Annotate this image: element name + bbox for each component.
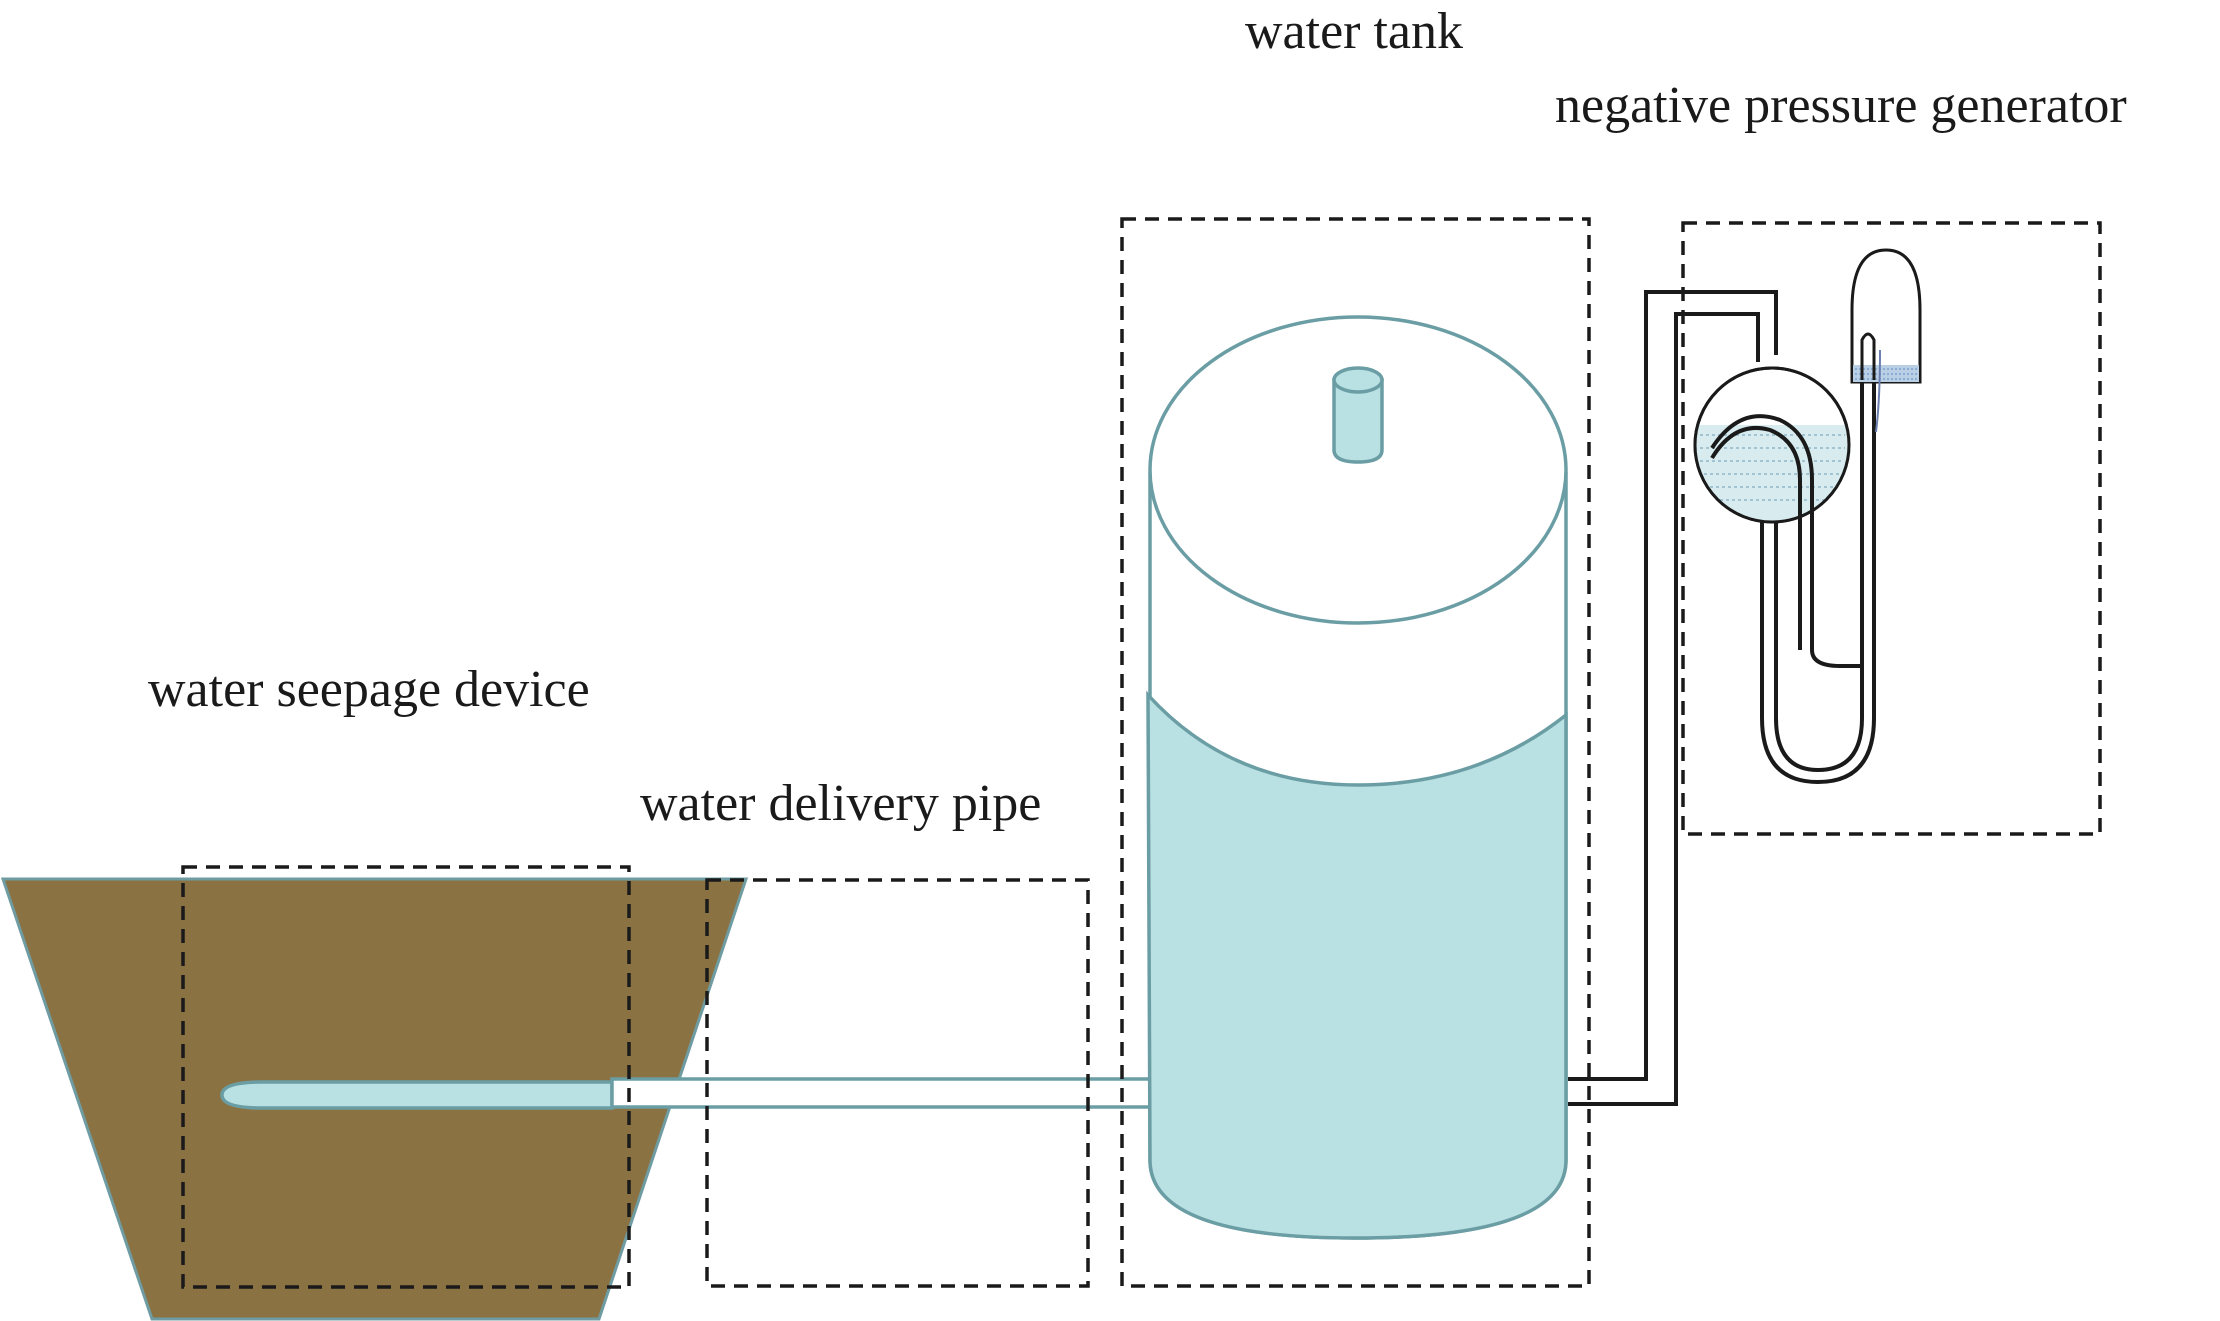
tank-lid xyxy=(1148,315,1568,625)
tank-inlet xyxy=(1332,378,1384,464)
bell-jar-water xyxy=(1853,365,1919,382)
water-delivery-pipe xyxy=(610,1077,1152,1109)
bell-jar-tube xyxy=(1860,332,1876,380)
tank-inlet-top xyxy=(1332,366,1384,394)
box-water-tank xyxy=(1120,217,1591,1288)
box-water-seepage-device xyxy=(181,865,631,1289)
u-tube xyxy=(1760,360,1876,785)
bell-jar xyxy=(1850,248,1922,384)
label-negative-pressure-generator: negative pressure generator xyxy=(1555,77,2127,134)
box-water-delivery-pipe xyxy=(705,878,1090,1288)
vacuum-tube-inner xyxy=(1568,312,1760,1106)
vacuum-tube-outer xyxy=(1568,290,1778,1081)
box-negative-pressure-generator xyxy=(1681,221,2102,836)
label-water-seepage-device: water seepage device xyxy=(148,661,590,718)
bulb-hook-tube xyxy=(1710,425,1802,650)
bell-jar-wire xyxy=(1875,349,1881,433)
label-water-delivery-pipe: water delivery pipe xyxy=(640,775,1041,832)
seepage-emitter xyxy=(220,1080,614,1110)
tank-water xyxy=(1146,690,1568,1240)
water-tank xyxy=(1146,315,1568,1240)
negative-pressure-generator xyxy=(1693,248,1922,785)
label-water-tank: water tank xyxy=(1245,3,1463,60)
